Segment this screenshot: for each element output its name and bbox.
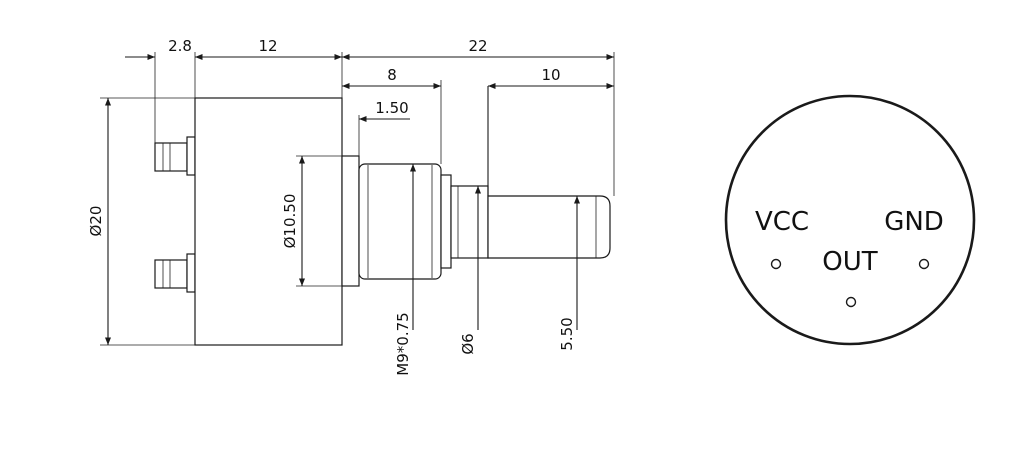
- pin-label-out: OUT: [822, 247, 877, 277]
- side-view: 2.8 12 22 8 10 1.50 Ø20 Ø10.50 M9*0.75 Ø…: [87, 37, 615, 376]
- pin-hole-vcc: [770, 258, 782, 270]
- pin-lower: [154, 259, 188, 289]
- dim-body-length: 12: [258, 37, 277, 55]
- dim-total-length: 22: [468, 37, 487, 55]
- pin-base-upper: [186, 136, 196, 176]
- dim-thread: M9*0.75: [394, 312, 412, 375]
- pin-label-gnd: GND: [884, 207, 944, 237]
- dim-shaft-diameter: Ø6: [459, 333, 477, 354]
- dim-flat-length: 10: [541, 66, 560, 84]
- housing-body: [194, 97, 343, 346]
- dimension-lines: [104, 53, 614, 345]
- shaft: [450, 86, 611, 259]
- pin-hole-out: [845, 296, 857, 308]
- pin-upper: [154, 142, 188, 172]
- flange: [341, 155, 360, 287]
- pin-hole-gnd: [918, 258, 930, 270]
- back-outline: [724, 94, 976, 346]
- dim-pin-offset: 2.8: [168, 37, 192, 55]
- thread-bushing: [358, 163, 442, 280]
- collar: [440, 174, 452, 269]
- dim-flat-height: 5.50: [558, 317, 576, 350]
- dim-bushing-length: 8: [387, 66, 397, 84]
- pin-base-lower: [186, 253, 196, 293]
- dim-body-diameter: Ø20: [87, 206, 105, 237]
- dim-flange-diameter: Ø10.50: [281, 194, 299, 249]
- pin-label-vcc: VCC: [755, 207, 809, 237]
- dim-flange-thickness: 1.50: [375, 99, 408, 117]
- back-view: VCC OUT GND: [724, 94, 976, 346]
